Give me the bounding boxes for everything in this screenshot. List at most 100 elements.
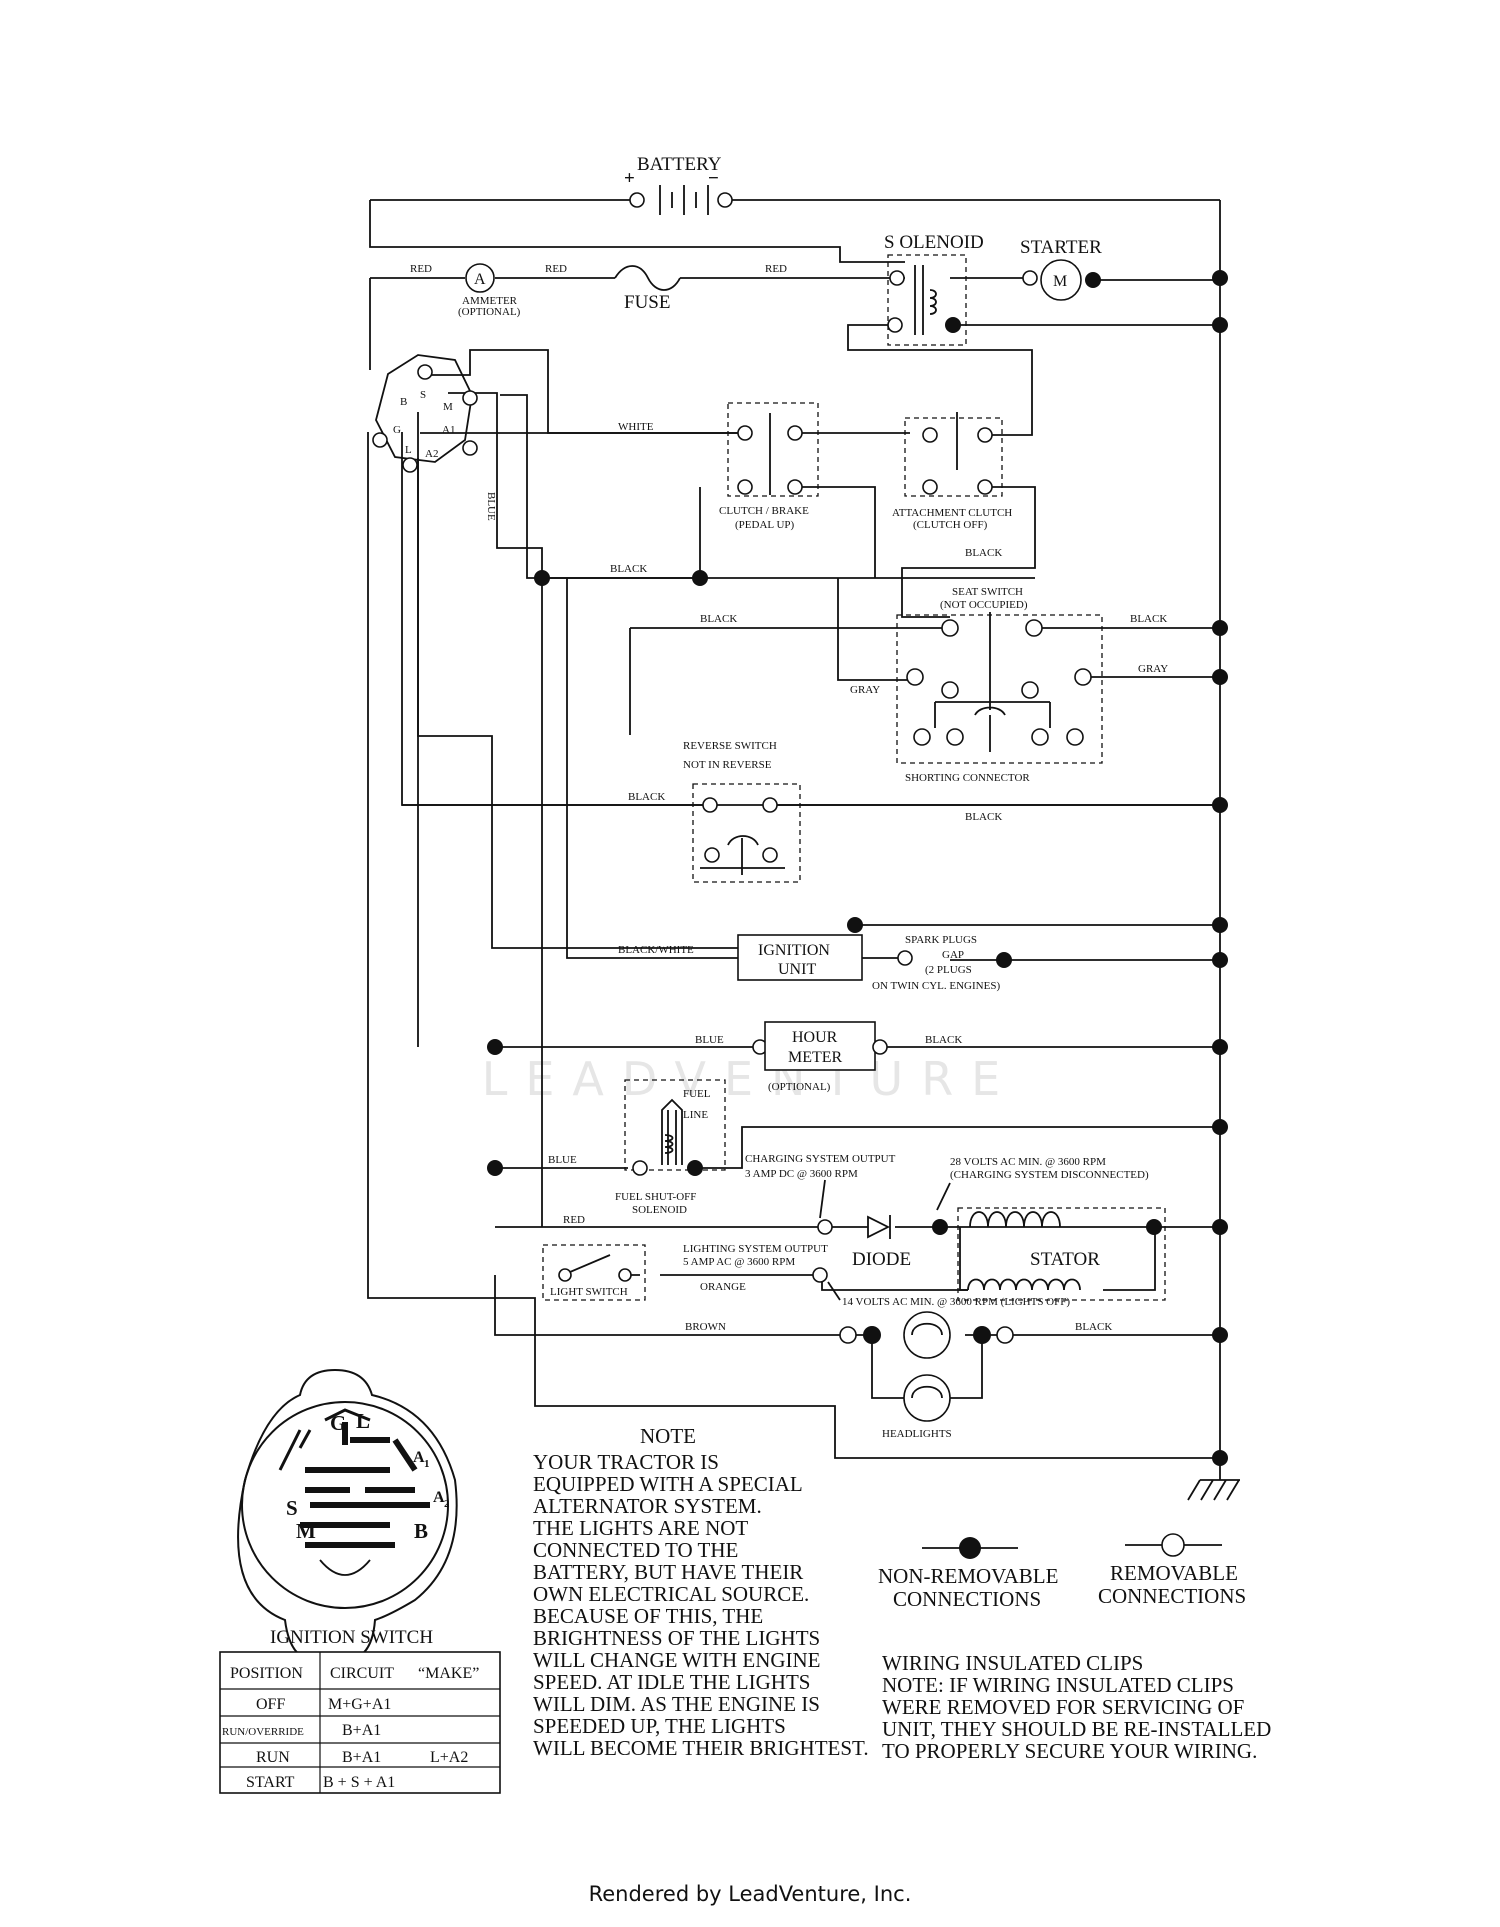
shorting-connector-label: SHORTING CONNECTOR [905, 772, 1030, 784]
svg-text:SOLENOID: SOLENOID [632, 1204, 687, 1216]
svg-text:SPEEDED UP, THE LIGHTS: SPEEDED UP, THE LIGHTS [533, 1714, 786, 1738]
svg-text:DIODE: DIODE [852, 1249, 911, 1270]
svg-text:SEAT SWITCH: SEAT SWITCH [952, 586, 1023, 598]
junction-dot [1212, 620, 1228, 636]
svg-text:SPARK PLUGS: SPARK PLUGS [905, 934, 977, 946]
svg-text:S: S [286, 1496, 298, 1520]
alternator-note: NOTE YOUR TRACTOR IS EQUIPPED WITH A SPE… [533, 1424, 869, 1760]
svg-text:AMMETER: AMMETER [462, 295, 518, 307]
wire-label-black-white: BLACK/WHITE [618, 944, 694, 956]
junction-dot [692, 570, 708, 586]
svg-text:A: A [433, 1489, 445, 1506]
junction-dot [1212, 669, 1228, 685]
footer-credit: Rendered by LeadVenture, Inc. [588, 1882, 912, 1906]
hour-meter: HOUR METER (OPTIONAL) [752, 1021, 888, 1093]
svg-text:L: L [356, 1409, 370, 1433]
svg-text:THE LIGHTS ARE NOT: THE LIGHTS ARE NOT [533, 1516, 748, 1540]
junction-dot [1212, 952, 1228, 968]
svg-text:UNIT: UNIT [778, 961, 816, 978]
svg-text:(PEDAL UP): (PEDAL UP) [735, 519, 795, 531]
junction-dot [487, 1160, 503, 1176]
svg-text:BATTERY, BUT HAVE THEIR: BATTERY, BUT HAVE THEIR [533, 1560, 803, 1584]
svg-text:GAP: GAP [942, 949, 964, 961]
svg-text:METER: METER [788, 1049, 843, 1066]
table-cell: RUN/OVERRIDE [222, 1726, 304, 1738]
svg-text:CONNECTIONS: CONNECTIONS [893, 1587, 1041, 1611]
svg-text:YOUR TRACTOR IS: YOUR TRACTOR IS [533, 1450, 719, 1474]
svg-text:LIGHT SWITCH: LIGHT SWITCH [550, 1286, 628, 1298]
svg-text:UNIT, THEY SHOULD BE RE-INSTAL: UNIT, THEY SHOULD BE RE-INSTALLED [882, 1717, 1271, 1741]
ground-symbol [1187, 1460, 1240, 1501]
junction-dot [1212, 1327, 1228, 1343]
svg-text:LIGHTING SYSTEM OUTPUT: LIGHTING SYSTEM OUTPUT [683, 1243, 828, 1255]
charging-circuit: CHARGING SYSTEM OUTPUT 3 AMP DC @ 3600 R… [683, 1153, 1162, 1308]
svg-text:G: G [393, 424, 401, 436]
wire-label-black-3: BLACK [965, 547, 1002, 559]
wire-label-black-4: BLACK [1130, 613, 1167, 625]
table-cell: RUN [256, 1749, 290, 1766]
svg-text:5 AMP AC @ 3600 RPM: 5 AMP AC @ 3600 RPM [683, 1256, 795, 1268]
svg-text:HEADLIGHTS: HEADLIGHTS [882, 1428, 952, 1440]
table-cell: M+G+A1 [328, 1696, 391, 1713]
junction-dot [487, 1039, 503, 1055]
svg-text:(OPTIONAL): (OPTIONAL) [768, 1081, 831, 1093]
wire-label-black-2: BLACK [700, 613, 737, 625]
fuse: FUSE [614, 265, 681, 313]
junction-dot [1212, 1450, 1228, 1466]
wire-label-red-4: RED [563, 1214, 585, 1226]
svg-text:ATTACHMENT CLUTCH: ATTACHMENT CLUTCH [892, 507, 1012, 519]
watermark: LEADVENTURE [481, 1052, 1019, 1106]
svg-text:28 VOLTS AC MIN. @ 3600 RPM: 28 VOLTS AC MIN. @ 3600 RPM [950, 1156, 1106, 1168]
svg-text:M: M [1053, 273, 1067, 290]
svg-text:NOT IN REVERSE: NOT IN REVERSE [683, 759, 772, 771]
wire-label-gray-2: GRAY [1138, 663, 1168, 675]
svg-text:HOUR: HOUR [792, 1029, 838, 1046]
ignition-switch-table: POSITION CIRCUIT “MAKE” OFF M+G+A1 RUN/O… [219, 1651, 501, 1794]
solenoid: S OLENOID [884, 232, 984, 335]
svg-text:ALTERNATOR SYSTEM.: ALTERNATOR SYSTEM. [533, 1494, 762, 1518]
svg-text:WILL DIM. AS THE ENGINE IS: WILL DIM. AS THE ENGINE IS [533, 1692, 820, 1716]
table-header-make: “MAKE” [418, 1665, 479, 1682]
battery: BATTERY + − [624, 154, 733, 215]
svg-text:LINE: LINE [683, 1109, 708, 1121]
svg-text:L: L [405, 444, 412, 456]
svg-text:2: 2 [444, 1498, 450, 1510]
ignition-switch-face: G L A 1 S A 2 M B [237, 1368, 458, 1661]
svg-text:FUEL SHUT-OFF: FUEL SHUT-OFF [615, 1191, 696, 1203]
battery-minus: − [708, 168, 719, 189]
svg-text:A2: A2 [425, 448, 438, 460]
wire-label-black-8: BLACK [1075, 1321, 1112, 1333]
wire-label-brown: BROWN [685, 1321, 726, 1333]
battery-plus: + [624, 168, 635, 189]
svg-text:REVERSE SWITCH: REVERSE SWITCH [683, 740, 777, 752]
svg-text:A: A [474, 271, 486, 288]
junction-dot [1212, 1119, 1228, 1135]
svg-text:CLUTCH / BRAKE: CLUTCH / BRAKE [719, 505, 809, 517]
svg-text:G: G [330, 1411, 346, 1435]
junction-dot [534, 570, 550, 586]
table-cell: B+A1 [342, 1722, 381, 1739]
junction-dot [1212, 917, 1228, 933]
svg-text:NON-REMOVABLE: NON-REMOVABLE [878, 1564, 1058, 1588]
table-header-position: POSITION [230, 1665, 303, 1682]
svg-text:BECAUSE OF THIS, THE: BECAUSE OF THIS, THE [533, 1604, 763, 1628]
svg-text:CONNECTIONS: CONNECTIONS [1098, 1584, 1246, 1608]
svg-text:FUSE: FUSE [624, 292, 670, 313]
wire-label-red-1: RED [410, 263, 432, 275]
wire-label-blue-1: BLUE [695, 1034, 724, 1046]
svg-text:B: B [414, 1519, 428, 1543]
wires [367, 199, 1221, 1460]
ammeter: A AMMETER (OPTIONAL) [458, 263, 521, 318]
svg-text:SPEED. AT IDLE THE LIGHTS: SPEED. AT IDLE THE LIGHTS [533, 1670, 810, 1694]
svg-text:A: A [413, 1449, 425, 1466]
wire-label-red-2: RED [545, 263, 567, 275]
junction-dots [487, 270, 1228, 1466]
svg-text:S: S [420, 389, 426, 401]
dashed-enclosures [542, 254, 1166, 1301]
svg-text:EQUIPPED WITH A SPECIAL: EQUIPPED WITH A SPECIAL [533, 1472, 803, 1496]
light-switch: LIGHT SWITCH [550, 1254, 632, 1298]
wire-label-black-5: BLACK [628, 791, 665, 803]
svg-text:TO PROPERLY SECURE YOUR WIRING: TO PROPERLY SECURE YOUR WIRING. [882, 1739, 1257, 1763]
svg-text:BRIGHTNESS OF THE LIGHTS: BRIGHTNESS OF THE LIGHTS [533, 1626, 820, 1650]
